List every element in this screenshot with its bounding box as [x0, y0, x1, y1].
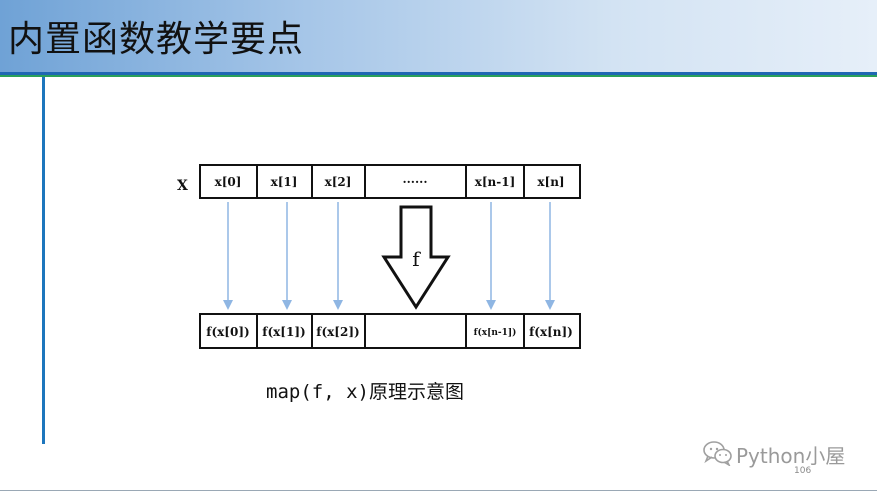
output-array: f(x[0]) f(x[1]) f(x[2]) f(x[n-1]) f(x[n]… [199, 313, 581, 349]
wechat-icon [703, 441, 732, 466]
output-cell: f(x[n]) [529, 325, 573, 339]
footer-rule [0, 490, 877, 491]
output-cell: f(x[1]) [262, 325, 305, 339]
slide-title: 内置函数教学要点 [8, 19, 305, 60]
down-arrow-icon [381, 205, 451, 310]
input-cell: x[1] [271, 175, 298, 189]
input-array-frame [199, 164, 581, 199]
left-accent-line [42, 77, 45, 444]
input-cell: x[n] [537, 175, 564, 189]
brand-name: Python小屋 [736, 444, 846, 468]
output-array-frame [199, 313, 581, 349]
mapping-arrows [223, 202, 555, 310]
input-cell: x[0] [215, 175, 242, 189]
input-ellipsis: ······ [402, 175, 427, 189]
diagram-caption: map(f, x)原理示意图 [266, 381, 464, 403]
title-bar: 内置函数教学要点 [0, 0, 877, 72]
input-cell: x[2] [325, 175, 352, 189]
input-cell: x[n-1] [475, 175, 516, 189]
output-cell: f(x[2]) [316, 325, 359, 339]
input-array: x[0] x[1] x[2] ······ x[n-1] x[n] [199, 164, 581, 199]
input-label: X [177, 178, 188, 194]
output-cell: f(x[0]) [206, 325, 249, 339]
header-rule-green [0, 75, 877, 77]
header-rule-blue [0, 72, 877, 75]
output-cell: f(x[n-1]) [474, 327, 517, 338]
function-label: f [412, 247, 421, 271]
function-arrow: f [381, 205, 451, 310]
page-number: 106 [794, 466, 812, 476]
